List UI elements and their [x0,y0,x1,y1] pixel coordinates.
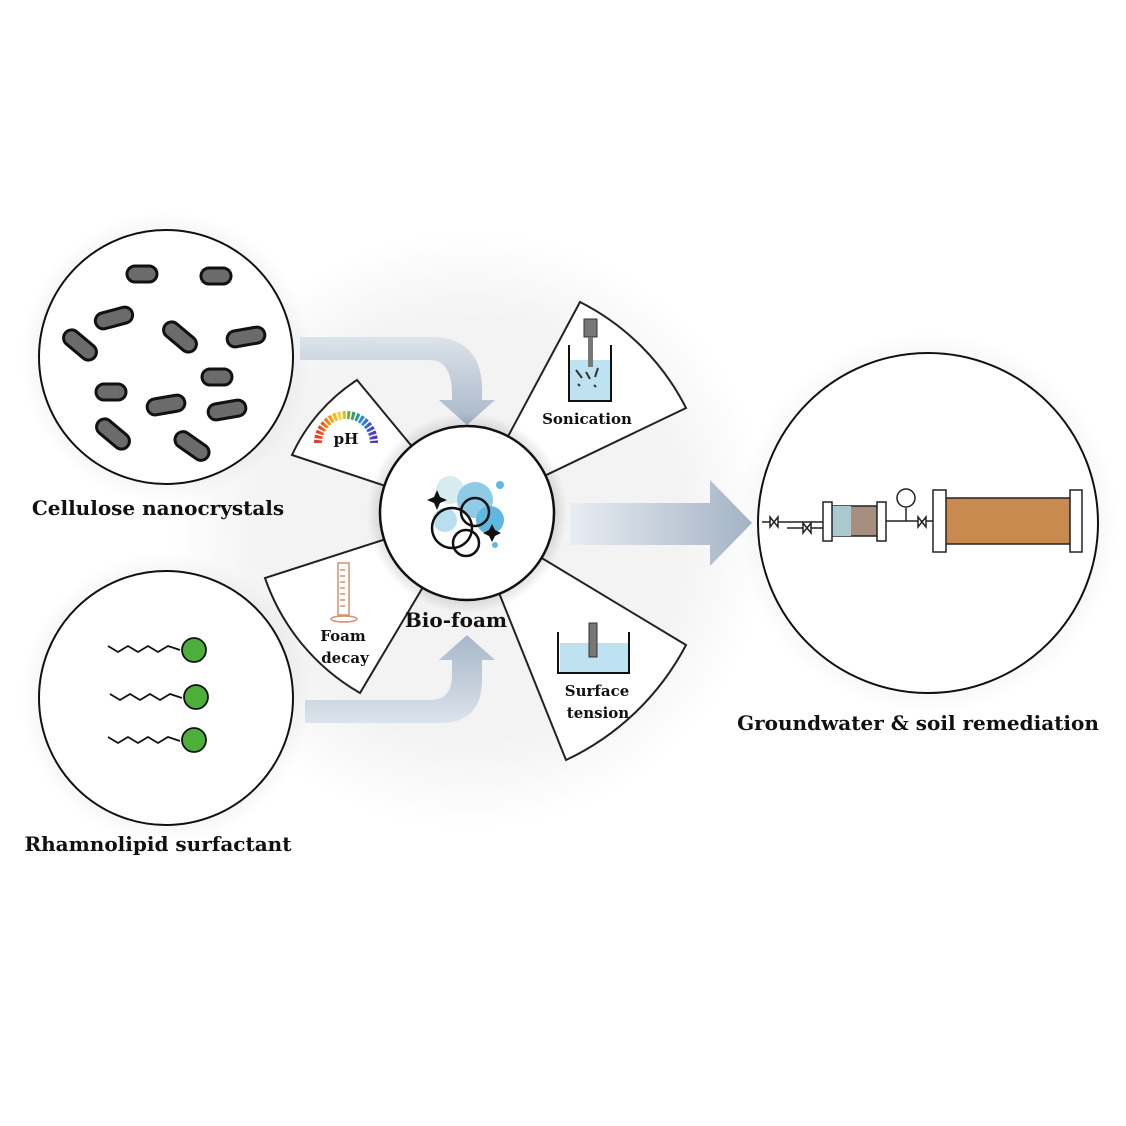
ph-label: pH [334,430,359,448]
surface-tension-label-1: Surface [565,682,630,700]
arrow-foam-to-remediation [570,480,752,566]
soil-column-setup-icon [762,488,1083,553]
surface-tension-icon [557,622,630,674]
ph-scale-icon [314,411,378,444]
remediation-label: Groundwater & soil remediation [737,711,1099,735]
cnc-label: Cellulose nanocrystals [32,496,284,520]
remediation-circle [757,352,1099,694]
biofoam-label: Bio-foam [405,608,507,632]
rhamnolipid-label: Rhamnolipid surfactant [25,832,293,856]
rhamnolipid-molecules-icon [107,637,209,753]
graduated-cylinder-icon [330,562,358,623]
arrow-rhamnolipid-to-foam [305,635,495,723]
sonication-icon [568,318,612,402]
surface-tension-label-2: tension [567,704,630,722]
foam-bubbles-icon [427,476,504,558]
nanocrystal-rods-icon [62,264,267,462]
sonication-label: Sonication [542,410,632,428]
foam-decay-label-2: decay [321,649,370,667]
cnc-circle [38,229,294,485]
rhamnolipid-circle [38,570,294,826]
foam-decay-label-1: Foam [320,627,366,645]
arrow-cnc-to-foam [300,337,495,425]
